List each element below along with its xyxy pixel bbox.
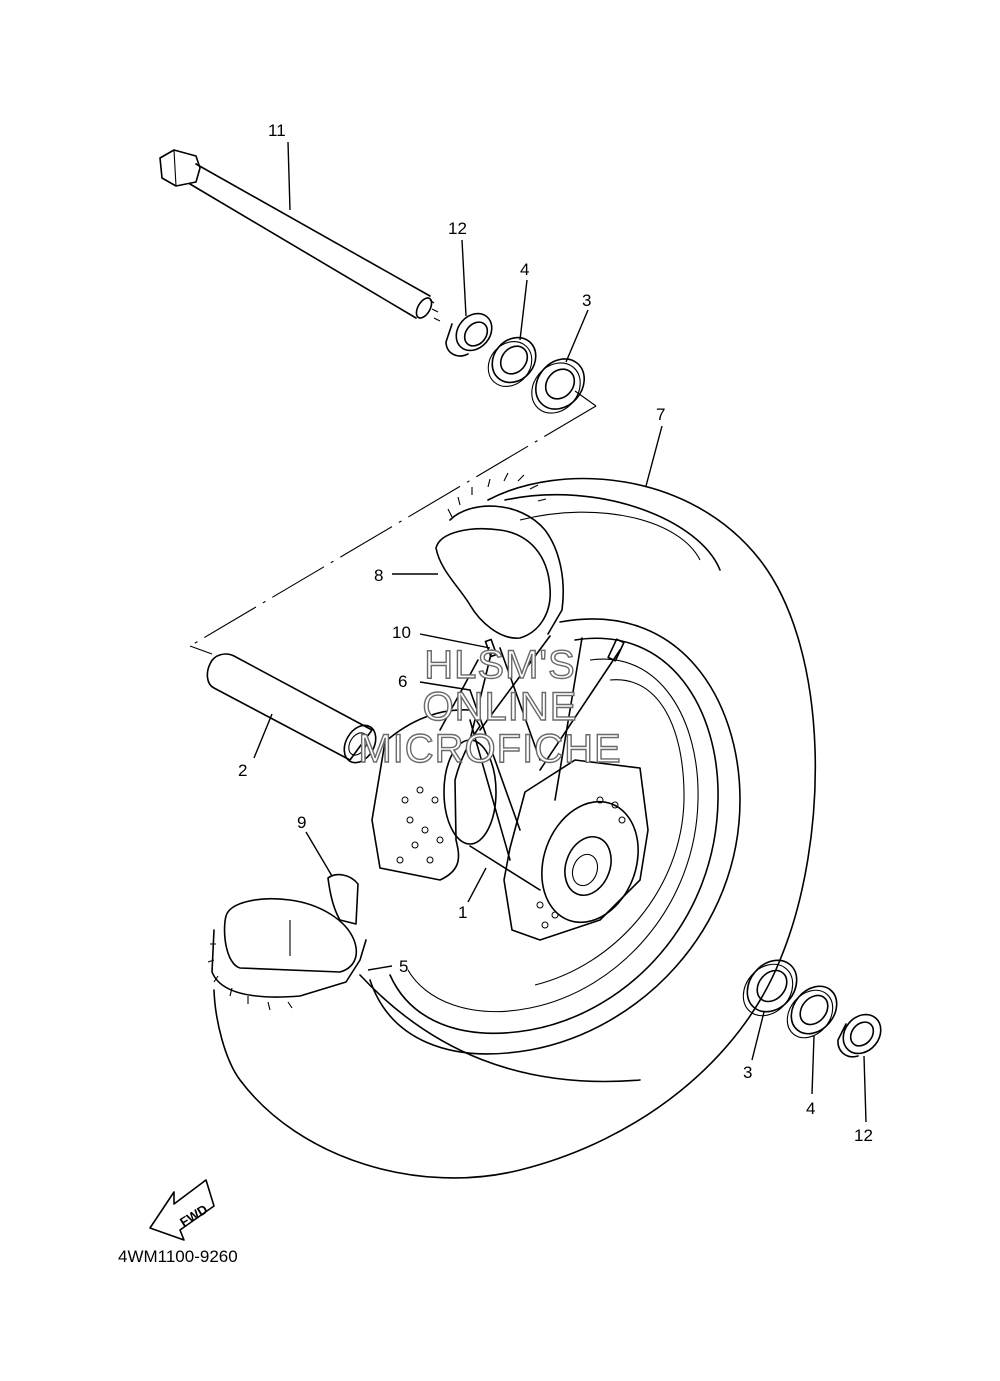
callout-8: 8 (374, 566, 383, 585)
callout-3-lower: 3 (743, 1063, 752, 1082)
hub-bolt-holes (396, 786, 626, 929)
callout-7: 7 (656, 405, 665, 424)
callout-1: 1 (458, 903, 467, 922)
callout-4-lower: 4 (806, 1099, 815, 1118)
nipple-part[interactable] (484, 638, 625, 662)
callout-10: 10 (392, 623, 411, 642)
callout-12-upper: 12 (448, 219, 467, 238)
callout-3-upper: 3 (582, 291, 591, 310)
watermark-line-2: ONLINE (423, 685, 578, 729)
rim-part[interactable] (369, 618, 741, 1055)
spacer-part[interactable] (206, 653, 382, 768)
bearing-upper-part[interactable] (522, 349, 594, 423)
callout-12-lower: 12 (854, 1126, 873, 1145)
fwd-arrow-icon: FWD (149, 1179, 215, 1241)
tube-upper-part[interactable] (435, 472, 565, 639)
bearing-lower-part[interactable] (733, 950, 807, 1025)
spoke-part[interactable] (439, 635, 621, 861)
collar-lower-part[interactable] (835, 1007, 888, 1061)
fwd-label: FWD (177, 1201, 210, 1229)
watermark-line-3: MICROFICHE (358, 727, 621, 771)
callout-4-upper: 4 (520, 260, 529, 279)
callout-labels: 11 12 4 3 7 8 10 6 2 9 1 5 3 4 12 (238, 121, 873, 1145)
watermark-line-1: HLSM'S (424, 643, 575, 687)
assembly-reference-lines (189, 390, 597, 655)
watermark: HLSM'S ONLINE MICROFICHE (358, 642, 622, 771)
callout-5: 5 (399, 957, 408, 976)
oil-seal-upper-part[interactable] (479, 329, 544, 395)
tube-lower-part[interactable] (289, 873, 359, 956)
collar-upper-part[interactable] (445, 306, 499, 357)
tire-part[interactable] (213, 477, 817, 1179)
diagram-code: 4WM1100-9260 (118, 1247, 238, 1266)
hub-part[interactable] (371, 709, 654, 941)
callout-6: 6 (398, 672, 407, 691)
leader-lines (253, 141, 867, 1123)
rim-band-part[interactable] (207, 897, 367, 1011)
axle-part[interactable] (159, 149, 441, 322)
callout-9: 9 (297, 813, 306, 832)
callout-2: 2 (238, 761, 247, 780)
callout-11: 11 (268, 121, 286, 140)
oil-seal-lower-part[interactable] (778, 977, 846, 1047)
